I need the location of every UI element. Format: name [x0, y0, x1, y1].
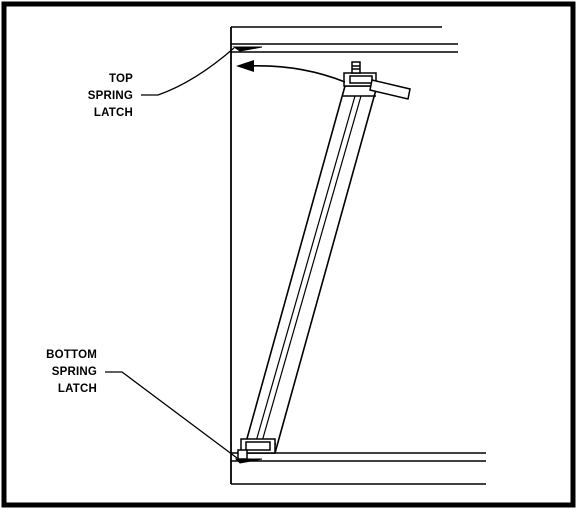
top-frame-rail — [231, 26, 458, 53]
rotation-arrow — [236, 60, 346, 83]
bottom-latch-label-line2: SPRING — [52, 366, 97, 378]
top-latch-label-line2: SPRING — [88, 90, 133, 102]
bottom-latch-label-line3: LATCH — [58, 383, 97, 395]
top-spring-latch-part — [232, 46, 263, 52]
top-spring-latch-callout: TOP SPRING LATCH — [88, 73, 133, 119]
top-latch-label-line3: LATCH — [94, 107, 133, 119]
top-latch-leader-line — [141, 47, 235, 96]
tilted-filter-panel — [242, 85, 378, 454]
bottom-latch-leader-line — [105, 371, 238, 459]
bottom-spring-latch-part — [234, 458, 263, 464]
bottom-panel-bracket — [237, 438, 276, 460]
top-panel-bracket — [343, 61, 411, 100]
bottom-spring-latch-callout: BOTTOM SPRING LATCH — [46, 349, 97, 395]
bottom-latch-label-line1: BOTTOM — [46, 349, 97, 361]
top-latch-label-line1: TOP — [109, 73, 133, 85]
